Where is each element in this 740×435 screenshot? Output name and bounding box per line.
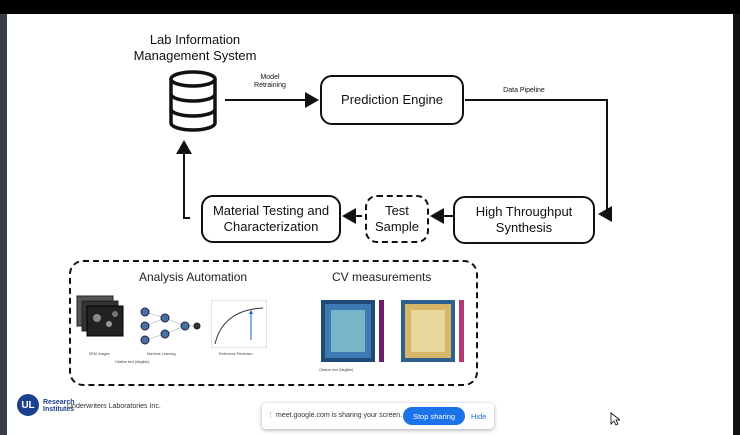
arrow-prediction-to-synthesis xyxy=(465,99,612,222)
sem-images-figure xyxy=(76,295,124,337)
org-name: Underwriters Laboratories Inc. xyxy=(67,403,161,410)
ul-logo: UL xyxy=(17,394,39,416)
test-sample-box: Test Sample xyxy=(365,195,429,243)
share-message: meet.google.com is sharing your screen. xyxy=(276,412,403,419)
arrow-material-to-db xyxy=(176,140,192,219)
analysis-citation: Citation text (illegible) xyxy=(115,360,150,364)
data-pipeline-label: Data Pipeline xyxy=(503,87,545,94)
drag-handle-icon[interactable]: ⋮ xyxy=(267,412,274,419)
cv-citation: Citation text (illegible) xyxy=(319,368,354,372)
test-sample-label: Test Sample xyxy=(374,203,420,234)
cv-heatmap-figure xyxy=(321,300,464,362)
hide-button[interactable]: Hide xyxy=(471,412,487,421)
analysis-automation-title: Analysis Automation xyxy=(139,270,248,284)
sem-images-label: SEM Images xyxy=(89,352,110,356)
prediction-engine-label: Prediction Engine xyxy=(341,92,443,107)
ul-logo-letters: UL xyxy=(21,399,35,411)
database-icon xyxy=(169,70,217,132)
flow-arrows xyxy=(176,92,612,224)
right-border xyxy=(733,14,740,435)
high-throughput-label: High Throughput Synthesis xyxy=(475,204,573,235)
org-line2: Institutes xyxy=(43,406,75,413)
reference-prediction-label: Reference Prediction xyxy=(219,352,253,356)
analysis-panel xyxy=(69,260,478,386)
screen-share-bar: ⋮ meet.google.com is sharing your screen… xyxy=(262,403,494,429)
ul-research-institutes: Research Institutes xyxy=(43,399,75,413)
prediction-engine-box: Prediction Engine xyxy=(320,75,464,125)
cv-measurements-title: CV measurements xyxy=(332,270,432,284)
material-testing-box: Material Testing and Characterization xyxy=(201,195,341,243)
machine-learning-figure xyxy=(140,307,201,345)
mouse-cursor-icon xyxy=(610,412,620,426)
lims-title: Lab Information Management System xyxy=(133,32,257,63)
presentation-slide: Lab Information Management System Model … xyxy=(7,14,733,435)
high-throughput-box: High Throughput Synthesis xyxy=(453,196,595,244)
org-line1: Research xyxy=(43,399,75,406)
background-window-strip xyxy=(0,14,7,435)
stop-sharing-button[interactable]: Stop sharing xyxy=(403,407,465,425)
model-retraining-label: Model Retraining xyxy=(254,74,286,89)
material-testing-label: Material Testing and Characterization xyxy=(212,203,330,234)
reference-prediction-figure xyxy=(211,300,267,348)
machine-learning-label: Machine Learning xyxy=(147,352,176,356)
